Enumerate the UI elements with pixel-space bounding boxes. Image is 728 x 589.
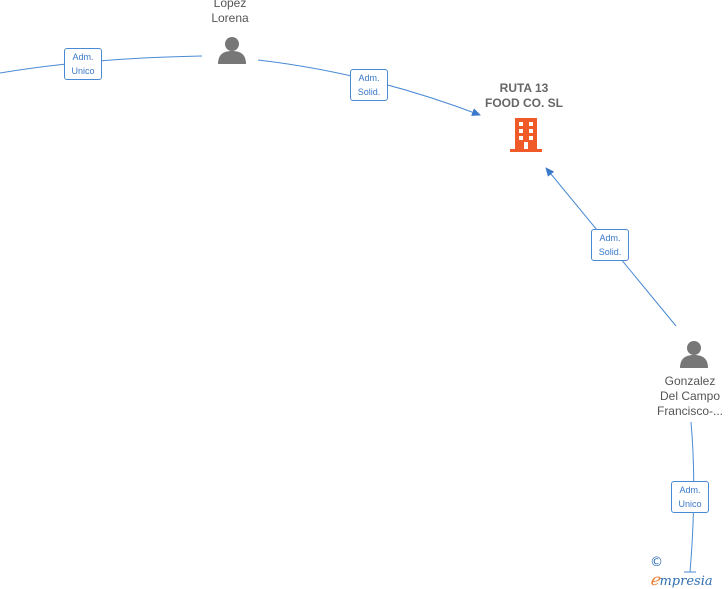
- edge-label-adm-unico[interactable]: Adm. Unico: [671, 481, 709, 513]
- company-label[interactable]: RUTA 13 FOOD CO. SL: [485, 81, 563, 110]
- edge-label-adm-solid[interactable]: Adm. Solid.: [350, 69, 388, 101]
- edge-label-adm-unico[interactable]: Adm. Unico: [64, 48, 102, 80]
- person-label-lopez[interactable]: Lopez Lorena: [211, 0, 249, 25]
- edge-label-adm-solid[interactable]: Adm. Solid.: [591, 229, 629, 261]
- network-diagram: [0, 37, 708, 573]
- copyright-icon: ©: [650, 555, 663, 570]
- brand-name: mpresia: [659, 574, 713, 589]
- empresia-brand: © ℯmpresia: [650, 555, 728, 589]
- brand-initial: ℯ: [650, 570, 660, 589]
- building-icon[interactable]: [510, 118, 542, 152]
- person-icon[interactable]: [680, 341, 708, 368]
- person-icon[interactable]: [218, 37, 246, 64]
- person-label-gonzalez[interactable]: Gonzalez Del Campo Francisco-...: [656, 374, 723, 418]
